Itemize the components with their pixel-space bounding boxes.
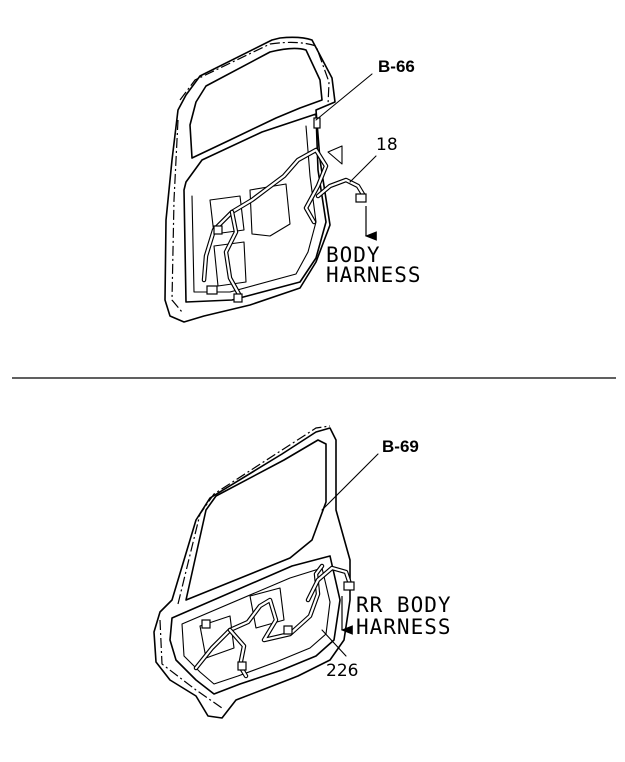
rear-door-window-frame — [185, 439, 327, 601]
front-door-clip-2 — [206, 285, 218, 295]
rear-door-outline — [153, 427, 351, 719]
rear-door-inner-panel — [169, 555, 341, 695]
front-door-window-frame — [189, 47, 323, 159]
rear-door-clip-3 — [283, 625, 293, 635]
front-door-destination-line2: HARNESS — [326, 263, 422, 287]
front-door-cutout-3 — [213, 241, 247, 287]
front-door-diagram: B-66 18 BODY HARNESS — [164, 36, 422, 323]
front-door-destination-line1: BODY — [326, 243, 381, 267]
front-door-seal-line — [179, 41, 330, 106]
rear-door-seal-line — [177, 425, 331, 605]
front-door-connector — [355, 193, 367, 203]
rear-door-connector — [343, 581, 355, 591]
front-door-part-leader — [349, 155, 377, 183]
rear-door-ref-label: B-69 — [382, 437, 419, 456]
front-door-ref-leader — [315, 73, 373, 121]
front-door-grommet — [327, 145, 343, 165]
front-door-inner-panel — [183, 113, 327, 303]
rear-door-cutout-1 — [249, 587, 285, 629]
front-door-clip-4 — [213, 225, 223, 235]
front-door-inner-panel-edge — [191, 125, 317, 293]
rear-door-clip-2 — [237, 661, 247, 671]
front-door-cutout-1 — [209, 195, 245, 235]
front-door-clip-1 — [313, 117, 321, 129]
rear-door-harness — [193, 563, 325, 671]
rear-door-diagram: B-69 226 RR BODY HARNESS — [153, 425, 452, 719]
front-door-harness — [201, 147, 329, 283]
front-door-outline — [164, 36, 336, 323]
rear-door-destination-line1: RR BODY — [356, 593, 452, 617]
rear-door-ref-leader — [321, 453, 379, 511]
rear-door-seal-line-lower — [159, 619, 223, 709]
rear-door-part-number: 226 — [326, 661, 358, 681]
front-door-seal-line-lower — [171, 119, 183, 313]
front-door-cutout-2 — [249, 183, 291, 237]
front-door-ref-label: B-66 — [378, 57, 415, 76]
rear-door-part-leader — [321, 629, 347, 657]
front-door-clip-3 — [233, 293, 243, 303]
rear-door-clip-1 — [201, 619, 211, 629]
rear-door-cutout-2 — [199, 615, 235, 659]
front-door-part-number: 18 — [376, 135, 398, 155]
rear-door-destination-line2: HARNESS — [356, 615, 452, 639]
